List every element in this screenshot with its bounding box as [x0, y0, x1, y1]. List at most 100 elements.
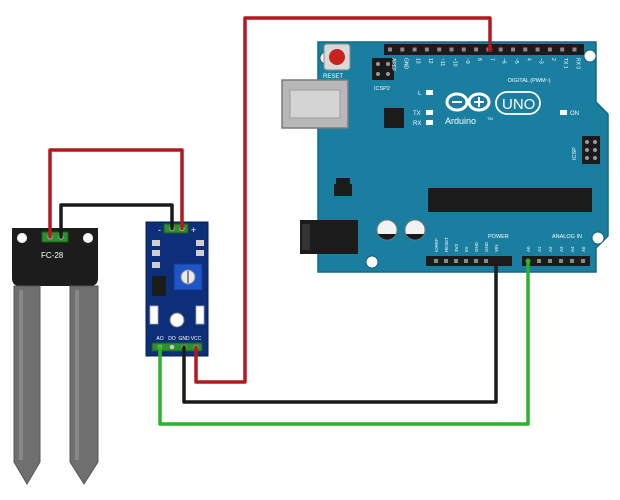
power-pin-label: 3V3 [454, 243, 459, 252]
pin-plus-label: + [191, 225, 196, 235]
digital-pin-label: ~6 [501, 58, 507, 64]
power-pin-labels: IOREF RESET 3V3 5V GND GND VIN [434, 237, 499, 252]
usb-chip [384, 108, 404, 128]
wires [48, 16, 531, 426]
digital-pin-label: ~3 [538, 58, 544, 64]
power-pin-hole[interactable] [474, 259, 478, 263]
power-header [426, 256, 512, 266]
digital-label: DIGITAL (PWM~) [508, 78, 551, 84]
digital-pin-hole[interactable] [523, 47, 528, 52]
power-pin-label: 5V [464, 246, 469, 252]
analog-pin-hole[interactable] [570, 259, 574, 263]
digital-pin-label: AREF [390, 58, 396, 71]
digital-pin-hole[interactable] [547, 47, 552, 52]
wire-gnd [182, 259, 498, 404]
digital-pin-hole[interactable] [498, 47, 503, 52]
power-label: POWER [488, 234, 509, 240]
analog-pin-label: A4 [570, 246, 575, 252]
power-pin-label: GND [474, 241, 479, 252]
digital-pin-label: ~11 [439, 58, 445, 66]
digital-pin-hole[interactable] [412, 47, 417, 52]
led-rx [426, 120, 433, 125]
arduino-logo [445, 92, 491, 112]
wire-probe-gnd [59, 203, 174, 239]
analog-pin-hole[interactable] [559, 259, 563, 263]
icsp-header [582, 136, 600, 164]
probe-leg-trace [19, 290, 23, 460]
power-pin-label: RESET [444, 237, 449, 252]
digital-pin-hole[interactable] [424, 47, 429, 52]
led-l-label: L [418, 91, 422, 97]
led-rx-label: RX [413, 121, 421, 127]
digital-pin-label: ~5 [513, 58, 519, 64]
digital-pin-hole[interactable] [437, 47, 442, 52]
capacitor [404, 219, 426, 241]
mount-hole [583, 49, 597, 63]
digital-header [384, 44, 584, 55]
module-leds [149, 305, 205, 325]
power-pin-label: IOREF [434, 238, 439, 252]
probe-leg-right [69, 285, 99, 485]
voltage-regulator [334, 178, 352, 196]
power-pin-hole[interactable] [444, 259, 448, 263]
module-mount-hole [169, 312, 185, 328]
digital-pin-hole[interactable] [388, 47, 392, 52]
digital-pin-hole[interactable] [400, 47, 405, 52]
uno-label: UNO [502, 96, 535, 113]
on-label: ON [570, 111, 579, 117]
digital-pin-hole[interactable] [535, 47, 540, 52]
analog-pin-label: A2 [548, 246, 553, 252]
probe-mount-hole [83, 233, 93, 243]
power-pin-hole[interactable] [434, 259, 438, 263]
module-pin-label: GND [178, 336, 190, 342]
digital-pin-label: 12 [427, 58, 433, 64]
wire-end-d8 [487, 47, 493, 52]
digital-pin-label: 13 [415, 58, 421, 64]
analog-pin-hole[interactable] [548, 259, 552, 263]
probe-leg-left [13, 285, 41, 485]
icsp-label: ICSP [572, 147, 578, 160]
probe-mount-hole [17, 233, 27, 243]
digital-pin-label: ~9 [464, 58, 470, 64]
digital-pin-hole[interactable] [560, 47, 565, 52]
wire-probe-vcc [48, 148, 184, 239]
sensor-label: FC-28 [41, 251, 64, 260]
digital-pin-label: 4 [525, 58, 531, 61]
reset-button-cap[interactable] [329, 49, 345, 65]
digital-pin-hole[interactable] [461, 47, 466, 52]
digital-pin-label: 8 [476, 58, 482, 61]
power-pin-hole[interactable] [484, 259, 488, 263]
digital-pin-hole[interactable] [449, 47, 454, 52]
module-input-connector [163, 223, 189, 234]
analog-pin-label: A3 [559, 246, 564, 252]
usb-connector-inner [289, 89, 341, 119]
wire-end-gnd [493, 258, 499, 264]
uno-badge [495, 91, 541, 115]
power-pin-label: VIN [494, 244, 499, 252]
mount-hole [365, 255, 379, 269]
pin-minus-label: - [158, 225, 161, 235]
power-pin-hole[interactable] [464, 259, 468, 263]
digital-pin-hole[interactable] [474, 47, 479, 52]
digital-pin-hole[interactable] [572, 47, 577, 52]
digital-pin-label: 7 [488, 58, 494, 61]
module-pin-label: DO [168, 336, 176, 342]
digital-pin-label: ~10 [452, 58, 458, 67]
power-pin-label: GND [484, 241, 489, 252]
wire-ao-to-a0 [158, 259, 530, 426]
module-pin-label: VCC [191, 336, 202, 342]
analog-pin-hole[interactable] [537, 259, 541, 263]
digital-pin-hole[interactable] [511, 47, 515, 52]
analog-pin-label: A5 [581, 246, 586, 252]
analog-pin-label: A0 [526, 246, 531, 252]
mount-hole [591, 231, 605, 245]
analog-pin-hole[interactable] [581, 259, 585, 263]
probe-head [12, 228, 98, 286]
power-pin-hole[interactable] [454, 259, 458, 263]
digital-pin-label: 2 [550, 58, 556, 61]
smd-component [152, 240, 204, 268]
potentiometer[interactable] [173, 263, 203, 291]
